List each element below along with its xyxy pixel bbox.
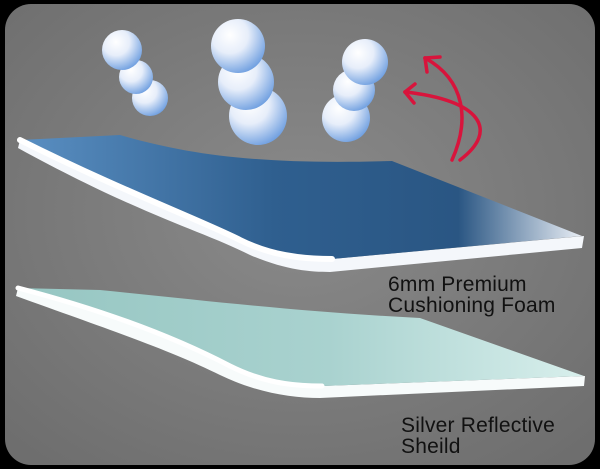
shield-edge — [16, 288, 585, 398]
shield-label-line-2: Sheild — [401, 435, 461, 458]
shield-label: Silver Reflective Sheild — [401, 415, 555, 457]
foam-label-line-1: 6mm Premium — [388, 273, 527, 296]
foam-label-line-2: Cushioning Foam — [388, 294, 556, 317]
shield-label-line-1: Silver Reflective — [401, 414, 555, 437]
air-bubble-icon — [102, 19, 388, 145]
foam-label: 6mm Premium Cushioning Foam — [388, 274, 556, 316]
curved-arrow-icon — [403, 55, 482, 162]
shield-layer — [18, 288, 584, 386]
foam-layer — [20, 135, 582, 259]
